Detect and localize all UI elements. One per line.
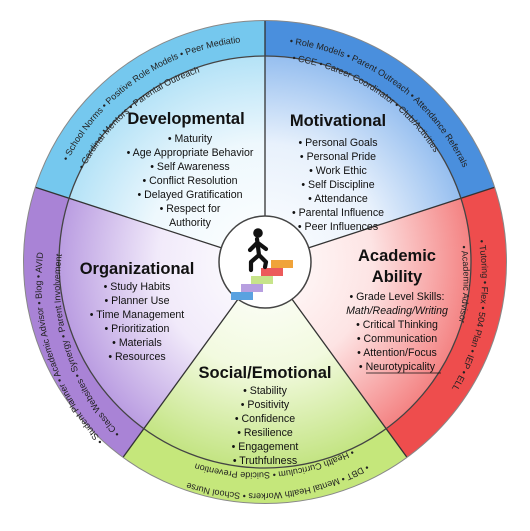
organizational-item: • Study Habits	[104, 281, 171, 293]
academic-item: Math/Reading/Writing	[346, 305, 448, 317]
organizational-sector	[58, 198, 265, 429]
motivational-sector	[265, 56, 461, 262]
academic-item: • Critical Thinking	[356, 319, 438, 331]
developmental-sector	[69, 56, 265, 262]
person-climbing-stairs-icon	[218, 215, 312, 309]
organizational-item: • Prioritization	[105, 323, 170, 335]
motivational-item: • Self Discipline	[301, 179, 374, 191]
developmental-item: • Delayed Gratification	[138, 189, 243, 201]
motivational-item: • Peer Influences	[298, 221, 378, 233]
developmental-title: Developmental	[127, 110, 244, 128]
motivational-item: • Personal Pride	[300, 151, 376, 163]
social-item: • Confidence	[235, 413, 295, 425]
motivational-item: • Attendance	[308, 193, 368, 205]
motivational-content: Motivational • Personal Goals • Personal…	[290, 112, 386, 233]
academic-title-line-2: Ability	[372, 268, 423, 286]
social-item: • Stability	[243, 385, 287, 397]
motivational-title: Motivational	[290, 112, 386, 130]
motivational-item: • Personal Goals	[298, 137, 377, 149]
social-item: • Positivity	[241, 399, 290, 411]
academic-ability-sector	[265, 198, 472, 429]
academic-title-line-1: Academic	[358, 247, 436, 265]
academic-ability-content: Academic Ability • Grade Level Skills: M…	[346, 247, 448, 373]
organizational-item: • Planner Use	[105, 295, 170, 307]
organizational-item: • Time Management	[90, 309, 184, 321]
developmental-content: Developmental • Maturity • Age Appropria…	[127, 110, 254, 229]
outer-ring-border	[23, 20, 507, 504]
organizational-item: • Materials	[112, 337, 162, 349]
developmental-item: Authority	[169, 217, 212, 229]
developmental-item: • Conflict Resolution	[143, 175, 238, 187]
academic-item: • Neurotypicality	[359, 361, 436, 373]
social-emotional-content: Social/Emotional • Stability • Positivit…	[199, 364, 332, 467]
developmental-item: • Self Awareness	[150, 161, 229, 173]
organizational-title: Organizational	[80, 260, 195, 278]
motivational-item: • Work Ethic	[309, 165, 367, 177]
motivational-item: • Parental Influence	[292, 207, 384, 219]
academic-item: • Attention/Focus	[357, 347, 437, 359]
developmental-item: • Maturity	[168, 133, 213, 145]
academic-item: • Communication	[357, 333, 437, 345]
social-item: • Resilience	[237, 427, 293, 439]
social-title: Social/Emotional	[199, 364, 332, 382]
academic-item: • Grade Level Skills:	[350, 291, 445, 303]
organizational-item: • Resources	[108, 351, 165, 363]
social-emotional-sector	[143, 262, 387, 469]
social-item: • Truthfulness	[233, 455, 297, 467]
developmental-item: • Age Appropriate Behavior	[127, 147, 254, 159]
organizational-content: Organizational • Study Habits • Planner …	[80, 260, 195, 363]
inner-ring-border	[58, 55, 472, 469]
developmental-item: • Respect for	[160, 203, 221, 215]
social-item: • Engagement	[232, 441, 299, 453]
